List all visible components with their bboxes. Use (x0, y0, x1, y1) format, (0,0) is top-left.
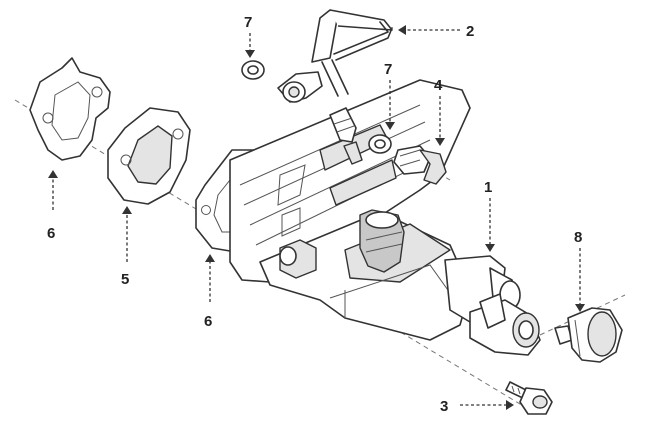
callout-label-7-lower: 7 (384, 61, 392, 78)
callout-label-5: 5 (121, 271, 129, 288)
callout-label-4: 4 (434, 77, 443, 94)
fuel-pump-body (229, 79, 471, 341)
callout-label-6-left: 6 (47, 225, 55, 242)
elbow-fitting (554, 307, 623, 363)
bolt-upper (393, 145, 447, 185)
gasket-middle (107, 107, 191, 205)
callout-label-1: 1 (484, 179, 492, 196)
callout-label-6-right: 6 (204, 313, 212, 330)
washer-lower (368, 134, 392, 154)
callout-arrows (48, 25, 585, 410)
callout-label-2: 2 (466, 23, 474, 40)
pump-outlet-cylinders (444, 255, 541, 356)
fuel-line-tube (277, 9, 393, 165)
washer-upper (241, 60, 265, 80)
callout-label-8: 8 (574, 229, 582, 246)
callout-label-7-upper: 7 (244, 14, 252, 31)
bolt-lower (505, 381, 553, 415)
gasket-left (29, 57, 111, 161)
callout-label-3: 3 (440, 398, 448, 415)
